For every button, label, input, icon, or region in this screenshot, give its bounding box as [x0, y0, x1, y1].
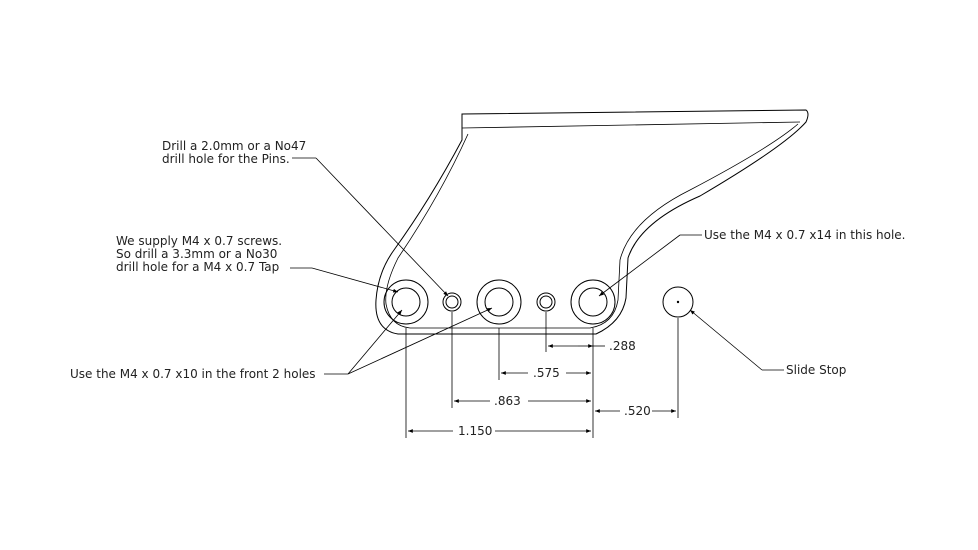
rear-pin-hole: [536, 292, 556, 312]
extension-lines: [405, 312, 679, 438]
dimension-text-1150: 1.150: [458, 424, 492, 438]
leader-screw-note: [290, 267, 399, 293]
part-outline: [375, 109, 809, 335]
dimension-text-863: .863: [494, 394, 521, 408]
leader-pin-note: [292, 157, 449, 297]
slide-stop-label: Slide Stop: [786, 363, 846, 377]
leader-rear-hole: [598, 234, 702, 297]
rear-screw-hole: [570, 279, 616, 325]
pin-note-line2: drill hole for the Pins.: [162, 152, 290, 166]
leader-slide-stop: [689, 309, 784, 371]
middle-screw-hole: [476, 279, 522, 325]
rear-hole-note: Use the M4 x 0.7 x14 in this hole.: [704, 228, 906, 242]
leader-front-holes: [324, 307, 493, 375]
front-screw-hole: [383, 279, 429, 325]
screw-note-line3: drill hole for a M4 x 0.7 Tap: [116, 260, 279, 274]
dimension-text-288: .288: [609, 339, 636, 353]
dimension-text-575: .575: [533, 366, 560, 380]
front-holes-note: Use the M4 x 0.7 x10 in the front 2 hole…: [70, 367, 316, 381]
screw-note-line2: So drill a 3.3mm or a No30: [116, 247, 277, 261]
dimension-text-520: .520: [624, 404, 651, 418]
pin-note-line1: Drill a 2.0mm or a No47: [162, 139, 306, 153]
screw-note-line1: We supply M4 x 0.7 screws.: [116, 234, 282, 248]
front-pin-hole: [442, 292, 462, 312]
slide-stop-circle: [662, 286, 694, 318]
